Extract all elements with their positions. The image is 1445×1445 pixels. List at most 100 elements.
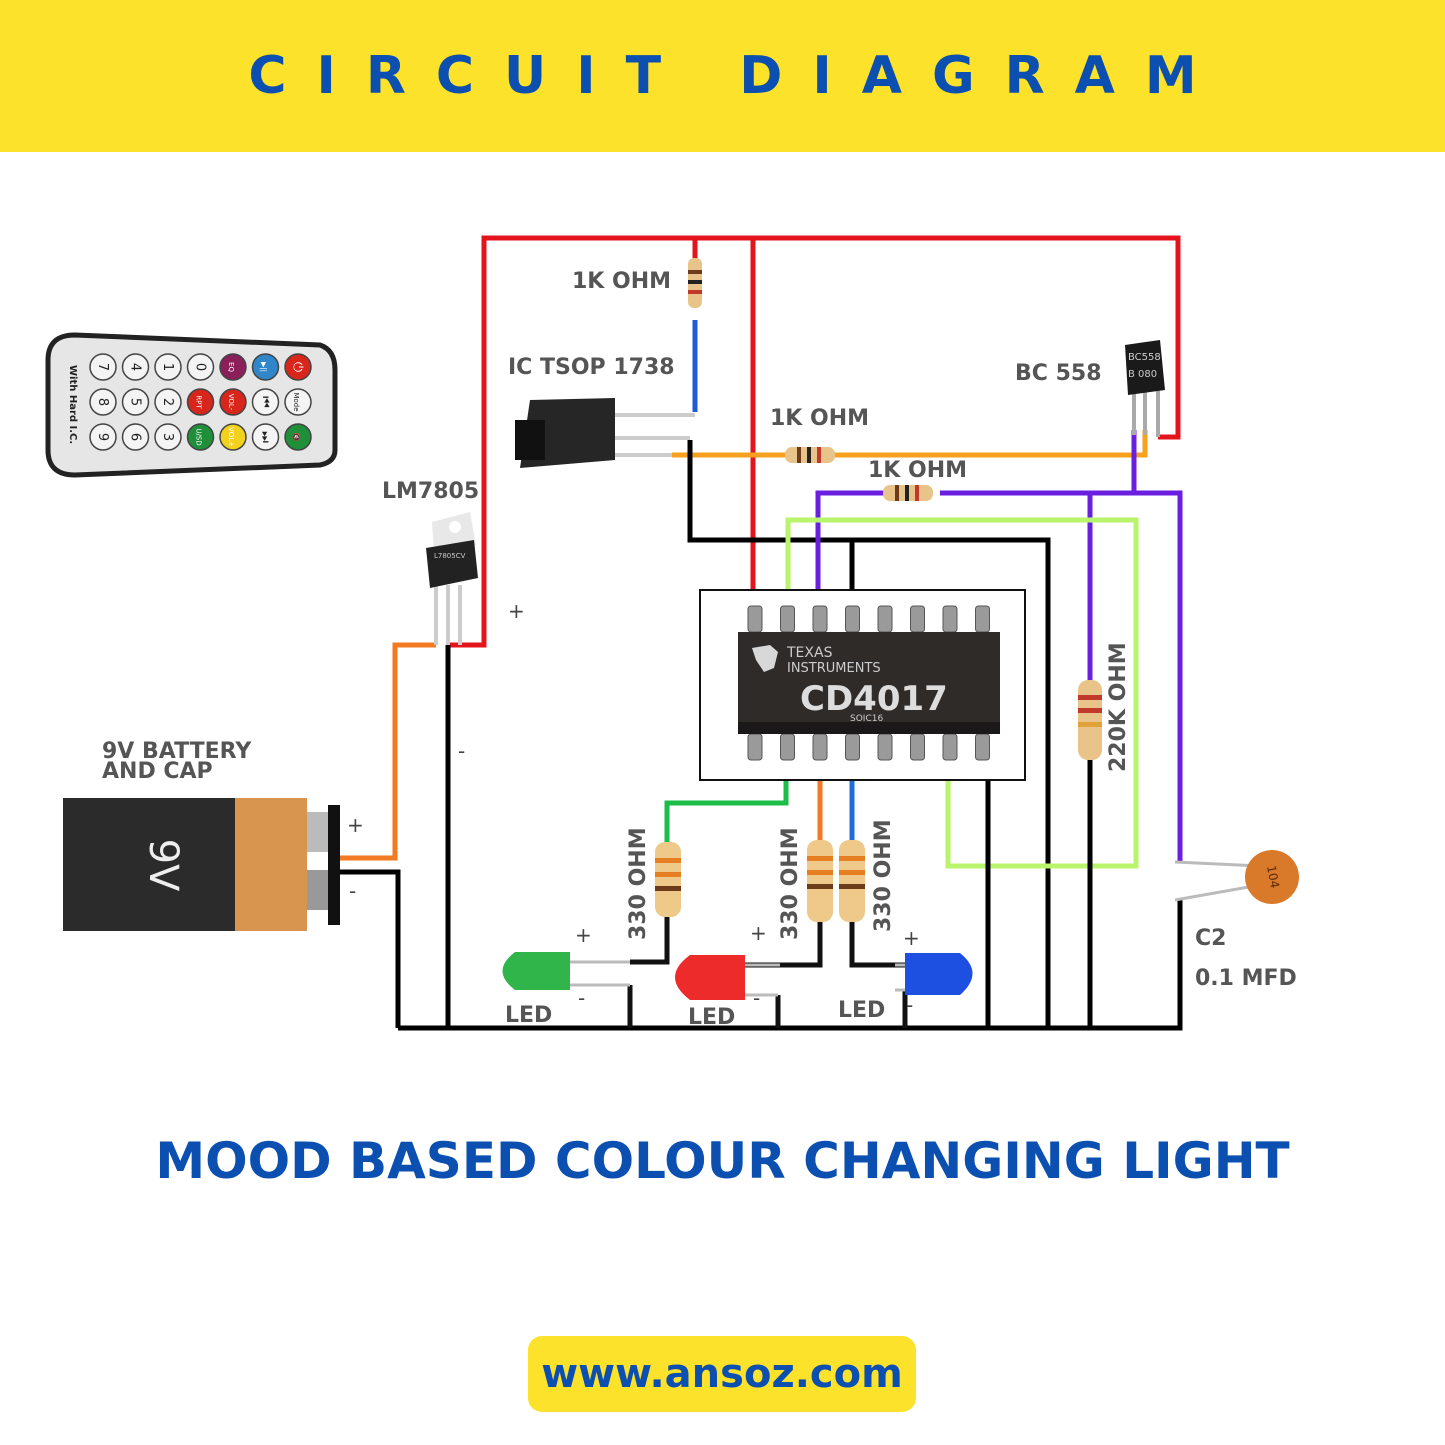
chip-brand: TEXAS [786, 645, 833, 661]
remote-button [154, 423, 182, 451]
label-c2: C2 [1195, 926, 1226, 951]
led-minus-sign: - [753, 986, 760, 1010]
chip-brand: INSTRUMENTS [787, 661, 881, 676]
remote-button-label: 4 [128, 363, 143, 371]
resistor-220k [1078, 680, 1102, 760]
battery-9v: 9V [63, 798, 340, 931]
label-resistor-330-green: 330 OHM [626, 827, 651, 940]
remote-button-label: VOL- [227, 394, 235, 411]
remote-button [251, 353, 280, 381]
ir-receiver-tsop1738 [515, 398, 695, 468]
remote-button [219, 388, 247, 416]
plus-sign: + [508, 599, 525, 623]
label-resistor-1k-top: 1K OHM [572, 269, 671, 294]
voltage-regulator-lm7805: L7805CV [426, 512, 478, 645]
label-led-red: LED [688, 1005, 735, 1030]
remote-button-label: EQ [227, 362, 235, 372]
chip-pin [747, 733, 763, 761]
transistor-marking: B 080 [1128, 369, 1157, 380]
regulator-marking: L7805CV [434, 552, 466, 560]
wire-green [664, 760, 789, 845]
led-red [675, 955, 780, 1000]
label-led-green: LED [505, 1003, 552, 1028]
remote-button-label: 7 [95, 363, 110, 371]
remote-button [186, 388, 215, 416]
capacitor-c2: 104 [1174, 850, 1299, 904]
remote-button-label: 5 [128, 398, 143, 406]
chip-pin [780, 733, 795, 761]
label-tsop1738: IC TSOP 1738 [508, 355, 675, 380]
label-resistor-330-blue: 330 OHM [871, 819, 896, 932]
chip-pin [845, 733, 860, 761]
remote-button [121, 353, 150, 381]
wire-lime [785, 517, 1139, 869]
remote-button-label: ⏻ [290, 362, 305, 372]
remote-button-label: ▶|| [260, 362, 268, 372]
chip-pin [910, 605, 925, 633]
remote-button-label: VOL+ [227, 427, 235, 447]
remote-button-label: U/SD [195, 428, 203, 445]
label-battery: 9V BATTERY [102, 739, 252, 764]
remote-button [219, 353, 247, 381]
label-bc558: BC 558 [1015, 361, 1102, 386]
transistor-bc558: BC558 B 080 [1125, 340, 1165, 437]
led-green [502, 952, 630, 990]
resistor-1k-top [688, 258, 702, 308]
remote-button-label: 6 [128, 433, 143, 441]
remote-button [284, 388, 312, 416]
chip-pin [975, 733, 990, 761]
capacitor-marking: 104 [1264, 864, 1282, 889]
wire-ground [398, 900, 1183, 1031]
resistor-330-blue [839, 840, 865, 922]
remote-button [154, 388, 182, 416]
chip-package: SOIC16 [850, 714, 883, 724]
remote-button [121, 423, 150, 451]
wire-black [687, 440, 1051, 1028]
transistor-marking: BC558 [1128, 352, 1161, 363]
led-plus-sign: + [750, 921, 767, 945]
remote-button [154, 353, 182, 381]
website-link[interactable]: www.ansoz.com [528, 1336, 916, 1412]
battery-minus-sign: - [349, 879, 356, 903]
wire-orange [672, 430, 1148, 458]
label-resistor-1k-middle: 1K OHM [770, 406, 869, 431]
remote-button-label: 1 [160, 363, 175, 371]
chip-pin [942, 733, 958, 761]
project-title: MOOD BASED COLOUR CHANGING LIGHT [155, 1132, 1290, 1190]
battery-plus-sign: + [347, 813, 364, 837]
label-resistor-1k-lower: 1K OHM [868, 458, 967, 483]
led-blue [895, 953, 973, 995]
remote-button-label: 3 [160, 433, 175, 441]
label-resistor-330-red: 330 OHM [778, 827, 803, 940]
chip-pin [877, 605, 893, 633]
chip-pin [812, 733, 828, 761]
led-plus-sign: + [903, 926, 920, 950]
chip-pin [812, 605, 828, 633]
remote-button-label: RPT [195, 395, 203, 409]
resistor-330-green [655, 842, 681, 917]
remote-button-label: 0 [193, 363, 208, 371]
chip-pin [942, 605, 958, 633]
ti-logo-icon [752, 645, 778, 672]
chip-part-number: CD4017 [800, 679, 948, 719]
led-plus-sign: + [575, 923, 592, 947]
wire-black [630, 915, 670, 965]
wire-red [448, 235, 1181, 648]
remote-button [89, 388, 117, 416]
led-minus-sign: - [578, 986, 585, 1010]
chip-pin [747, 605, 763, 633]
remote-button-label: Mode [292, 392, 300, 411]
chip-pin [910, 733, 925, 761]
remote-button [251, 423, 280, 451]
remote-button [219, 423, 247, 451]
ic-cd4017: TEXAS INSTRUMENTS CD4017 SOIC16 [699, 589, 1026, 781]
remote-button [186, 353, 215, 381]
wire-black [340, 869, 401, 1028]
remote-button-label: 🔇 [292, 433, 301, 442]
remote-button [121, 388, 150, 416]
battery-face-label: 9V [140, 839, 186, 892]
remote-button [186, 423, 215, 451]
remote-button-label: 2 [160, 398, 175, 406]
header-banner: CIRCUIT DIAGRAM [0, 0, 1445, 152]
